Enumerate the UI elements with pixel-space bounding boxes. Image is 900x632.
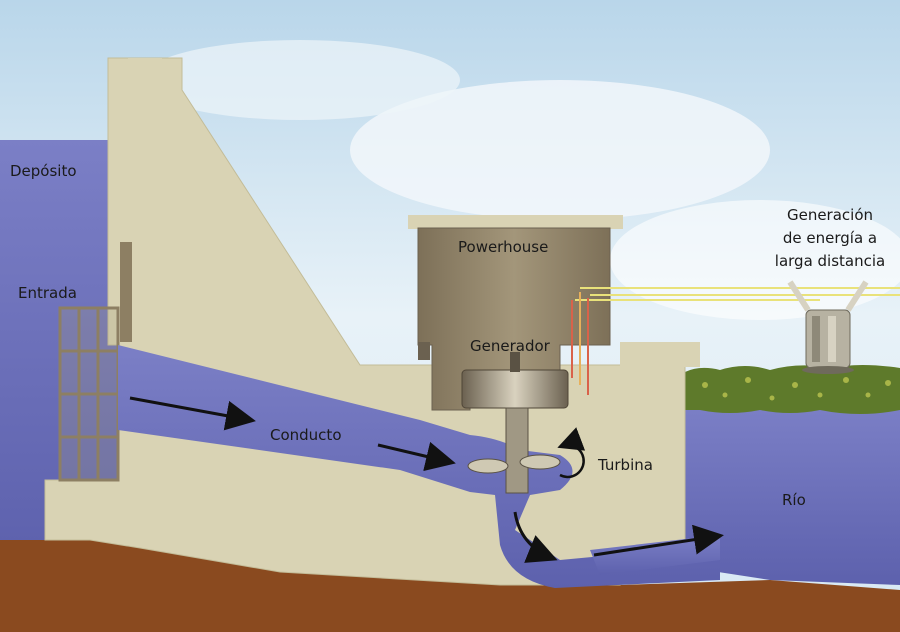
vegetation-texture bbox=[702, 377, 891, 401]
label-generator: Generador bbox=[470, 337, 551, 355]
transmission-tower-icon bbox=[787, 280, 869, 374]
cloud bbox=[140, 40, 460, 120]
riverbank-vegetation bbox=[685, 365, 900, 414]
powerhouse-window bbox=[418, 342, 430, 360]
label-long-distance-1: Generación bbox=[787, 206, 873, 224]
turbine-blade-right bbox=[519, 454, 561, 470]
label-long-distance-3: larga distancia bbox=[775, 252, 885, 270]
turbine-shaft bbox=[505, 407, 529, 494]
generator-disc bbox=[461, 369, 569, 409]
rotation-arrow-icon bbox=[557, 427, 586, 479]
penstock bbox=[118, 345, 720, 588]
generator-shaft-top bbox=[510, 352, 520, 372]
flow-arrow-icon bbox=[129, 396, 724, 563]
label-river: Río bbox=[782, 491, 806, 509]
dam-right-step bbox=[620, 342, 700, 367]
label-penstock: Conducto bbox=[270, 426, 342, 444]
label-reservoir: Depósito bbox=[10, 162, 77, 180]
label-long-distance-2: de energía a bbox=[783, 229, 877, 247]
dam-crest bbox=[128, 58, 162, 72]
cloud bbox=[350, 80, 770, 220]
label-turbine: Turbina bbox=[597, 456, 653, 474]
transmission-wires bbox=[571, 287, 900, 395]
turbine-blade-left bbox=[467, 458, 509, 474]
gate-slot bbox=[120, 242, 132, 342]
powerhouse-roof bbox=[408, 215, 623, 229]
label-intake: Entrada bbox=[18, 284, 77, 302]
label-powerhouse: Powerhouse bbox=[458, 238, 548, 256]
tailrace bbox=[590, 535, 720, 575]
intake-grate bbox=[58, 306, 120, 482]
cloud bbox=[610, 200, 900, 320]
